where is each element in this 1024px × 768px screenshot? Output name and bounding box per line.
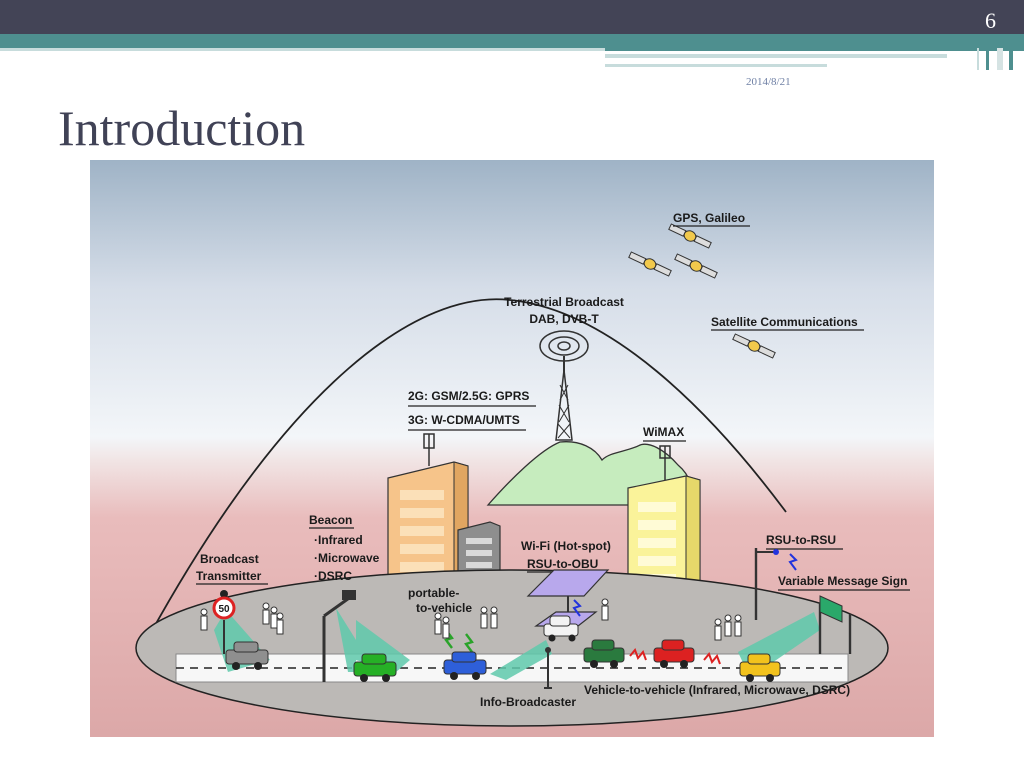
beacon-beam-left bbox=[336, 608, 356, 672]
green-car-icon bbox=[353, 653, 397, 682]
beacon-dsrc-label: ·DSRC bbox=[314, 569, 352, 583]
road-platform bbox=[135, 569, 889, 727]
slide-number: 6 bbox=[985, 8, 996, 33]
broadcast-tower-icon bbox=[539, 330, 589, 441]
slide-title: Introduction bbox=[58, 100, 306, 156]
beacon-label: Beacon bbox=[309, 513, 352, 527]
satellite-icon bbox=[732, 333, 776, 359]
corner-decoration bbox=[605, 48, 1024, 72]
yellow-car-icon bbox=[739, 653, 781, 682]
rsu-to-obu-label: RSU-to-OBU bbox=[527, 557, 598, 571]
cell-antenna-icon bbox=[423, 433, 435, 466]
beacon-pole-icon bbox=[322, 590, 356, 682]
beacon-microwave-label: ·Microwave bbox=[314, 551, 380, 565]
wimax-antenna-icon bbox=[659, 445, 671, 480]
white-car-icon bbox=[543, 615, 579, 642]
speed-limit-value: 50 bbox=[218, 604, 230, 615]
beacon-infrared-label: ·Infrared bbox=[314, 533, 363, 547]
vehicle-to-vehicle-label: Vehicle-to-vehicle (Infrared, Microwave,… bbox=[584, 683, 850, 697]
portable-label: portable- bbox=[408, 586, 459, 600]
satellite-icon bbox=[628, 251, 672, 277]
satellite-icon bbox=[674, 253, 718, 279]
red-car-icon bbox=[653, 639, 695, 668]
rsu-to-rsu-label: RSU-to-RSU bbox=[766, 533, 836, 547]
transmitter-label: Transmitter bbox=[196, 569, 262, 583]
top-accent-line bbox=[0, 48, 605, 51]
coverage-arc bbox=[147, 298, 787, 639]
top-accent-band bbox=[0, 34, 1024, 48]
top-bar bbox=[0, 0, 1024, 34]
v2v-signal-icon bbox=[629, 648, 647, 661]
wcdma-umts-label: 3G: W-CDMA/UMTS bbox=[408, 413, 520, 427]
wimax-label: WiMAX bbox=[643, 425, 684, 439]
satellite-icon bbox=[668, 223, 712, 249]
wifi-hotspot-label: Wi-Fi (Hot-spot) bbox=[521, 539, 611, 553]
variable-message-sign-label: Variable Message Sign bbox=[778, 574, 907, 588]
its-communication-diagram: GPS, Galileo Terrestrial Broadcast DAB, … bbox=[90, 160, 934, 737]
gsm-gprs-label: 2G: GSM/2.5G: GPRS bbox=[408, 389, 529, 403]
dark-green-car-icon bbox=[583, 639, 625, 668]
pedestrian-icon bbox=[200, 598, 742, 641]
to-vehicle-label: to-vehicle bbox=[416, 601, 472, 615]
gray-car-icon bbox=[225, 641, 269, 670]
broadcast-label: Broadcast bbox=[200, 552, 259, 566]
rsu-pole-icon bbox=[754, 548, 779, 620]
gps-label: GPS, Galileo bbox=[673, 211, 745, 225]
wifi-signal-icon bbox=[572, 599, 582, 617]
info-broadcaster-label: Info-Broadcaster bbox=[480, 695, 576, 709]
rsu-signal-icon bbox=[788, 553, 798, 571]
terrestrial-broadcast-label: Terrestrial Broadcast bbox=[504, 295, 624, 309]
variable-message-sign-icon bbox=[818, 595, 852, 654]
info-broadcaster-beam bbox=[490, 640, 552, 680]
satellite-communications-label: Satellite Communications bbox=[711, 315, 858, 329]
v2v-signal-icon bbox=[703, 652, 721, 665]
slide-date: 2014/8/21 bbox=[746, 76, 791, 88]
info-broadcaster-icon bbox=[544, 647, 552, 689]
speed-limit-sign-icon bbox=[212, 590, 236, 654]
dab-dvbt-label: DAB, DVB-T bbox=[529, 312, 599, 326]
blue-car-icon bbox=[443, 651, 487, 680]
